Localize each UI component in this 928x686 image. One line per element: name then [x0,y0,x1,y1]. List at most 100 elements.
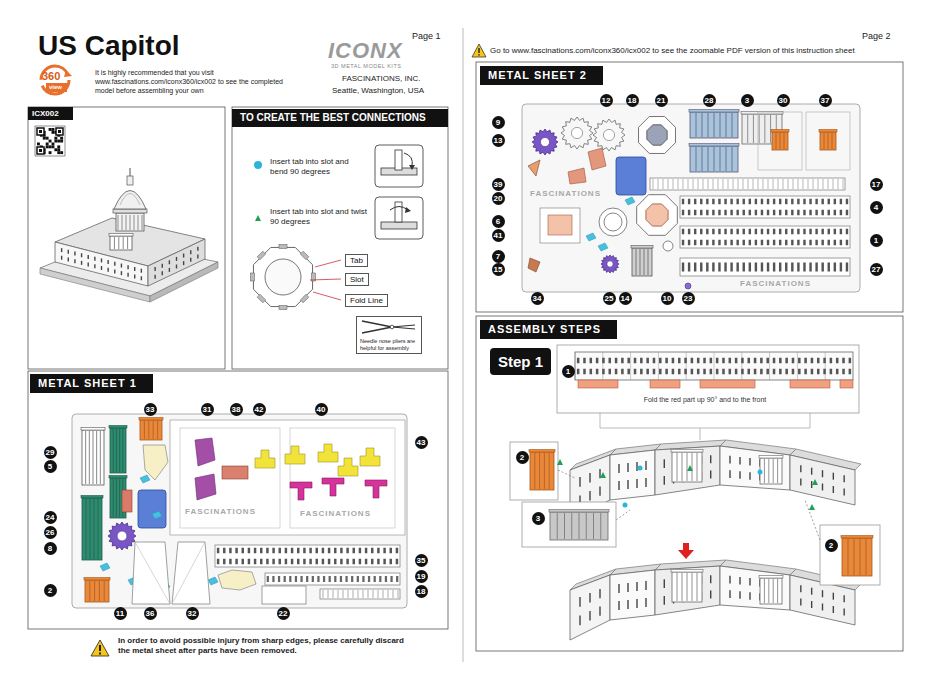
connection-icons [300,294,308,302]
metal-sheet-2 [736,240,738,246]
metal-sheet-2 [736,229,738,235]
capitol-illustration [118,237,119,249]
metal-sheet-1 [222,466,248,479]
metal-sheet-2 [732,113,733,137]
assembly-step-1 [678,358,681,364]
assembly-step-1 [550,512,608,540]
qr-code [52,145,55,148]
connection-icons [395,202,402,222]
assembly-step-1 [529,450,555,453]
metal-sheet-2 [759,115,760,143]
assembly-step-1 [729,590,730,598]
metal-sheet-2 [685,283,691,289]
warning-icon [91,640,109,656]
metal-sheet-2 [828,133,829,149]
assembly-step-1 [703,358,706,364]
assembly-step-1 [621,358,624,364]
metal-sheet-2 [767,263,769,272]
metal-sheet-1 [235,559,237,565]
watermark: FASCINATIONS [185,507,256,516]
capitol-illustration [61,248,62,252]
assembly-step-1 [636,462,637,471]
metal-sheet-2 [714,147,715,171]
capitol-illustration [114,191,146,210]
metal-sheet-2 [713,179,714,189]
qr-code [49,140,52,143]
metal-sheet-2 [718,179,719,189]
panel-frame [28,107,225,369]
metal-sheet-1 [396,548,398,554]
assembly-step-1 [773,459,774,483]
capitol-illustration [183,261,184,265]
metal-sheet-1 [180,428,280,528]
connection-icons [279,306,287,310]
capitol-illustration [107,260,108,264]
metal-sheet-2 [647,125,667,145]
metal-sheet-2 [693,179,694,189]
metal-sheet-1 [343,590,344,598]
assembly-step-1 [779,358,782,364]
metal-sheet-1 [334,576,336,582]
capitol-illustration [55,242,148,286]
metal-sheet-1 [346,548,348,554]
callout-number: 1 [870,234,883,247]
assembly-step-1 [729,470,730,478]
assembly-step-1 [817,358,820,364]
connection-icons [395,150,402,170]
metal-sheet-2 [743,240,745,246]
assembly-step-1 [640,369,643,375]
metal-sheet-2 [726,113,727,137]
term-box: Fold Line [345,294,388,307]
metal-sheet-2 [791,263,793,272]
metal-sheet-1 [306,576,308,582]
logo-text: view [49,84,62,91]
callout-number: 33 [144,403,157,416]
assembly-step-1 [602,358,605,364]
metal-sheet-2 [773,179,774,189]
metal-sheet-1 [297,548,299,554]
metal-sheet-1 [81,428,105,431]
capitol-illustration [176,265,177,269]
metal-sheet-2 [834,229,836,235]
assembly-step-1 [589,473,590,483]
metal-sheet-1 [82,430,104,485]
metal-sheet-2 [821,210,823,216]
metal-sheet-1 [279,548,281,554]
assembly-step-1 [800,599,801,606]
assembly-step-1 [575,352,576,380]
callout-number: 41 [492,229,505,242]
metal-sheet-2 [639,117,676,154]
assembly-step-1 [608,358,611,364]
metal-sheet-2 [718,229,720,235]
assembly-step-1 [710,358,713,364]
assembly-step-1 [739,471,740,479]
assembly-step-1 [627,358,630,364]
node-text: TO CREATE THE BEST CONNECTIONS [240,112,440,124]
metal-sheet-1 [172,542,205,604]
assembly-step-1 [822,470,823,477]
metal-sheet-1 [132,542,170,604]
metal-sheet-1 [320,589,400,599]
metal-sheet-2 [778,179,779,189]
metal-sheet-2 [694,210,696,216]
metal-sheet-2 [694,240,696,246]
node-text: Needle nose pliers are helpful for assem… [360,338,418,351]
metal-sheet-2 [631,246,653,249]
metal-sheet-1 [390,548,392,554]
capitol-illustration [141,276,142,280]
metal-sheet-2 [616,157,646,195]
metal-sheet-1 [266,548,268,554]
capitol-illustration [148,239,205,286]
section-header: METAL SHEET 1 [30,374,153,393]
callout-number: 35 [415,554,428,567]
metal-sheet-2 [724,240,726,246]
metal-sheet-1 [353,559,355,565]
metal-sheet-2 [720,147,721,171]
callout-number: 22 [277,607,290,620]
metal-sheet-2 [522,104,860,292]
assembly-step-1 [653,369,656,375]
node-text: Step 1 [498,353,543,370]
node-text: ASSEMBLY STEPS [488,323,601,336]
metal-sheet-1 [345,576,347,582]
metal-sheet-2 [708,147,709,171]
